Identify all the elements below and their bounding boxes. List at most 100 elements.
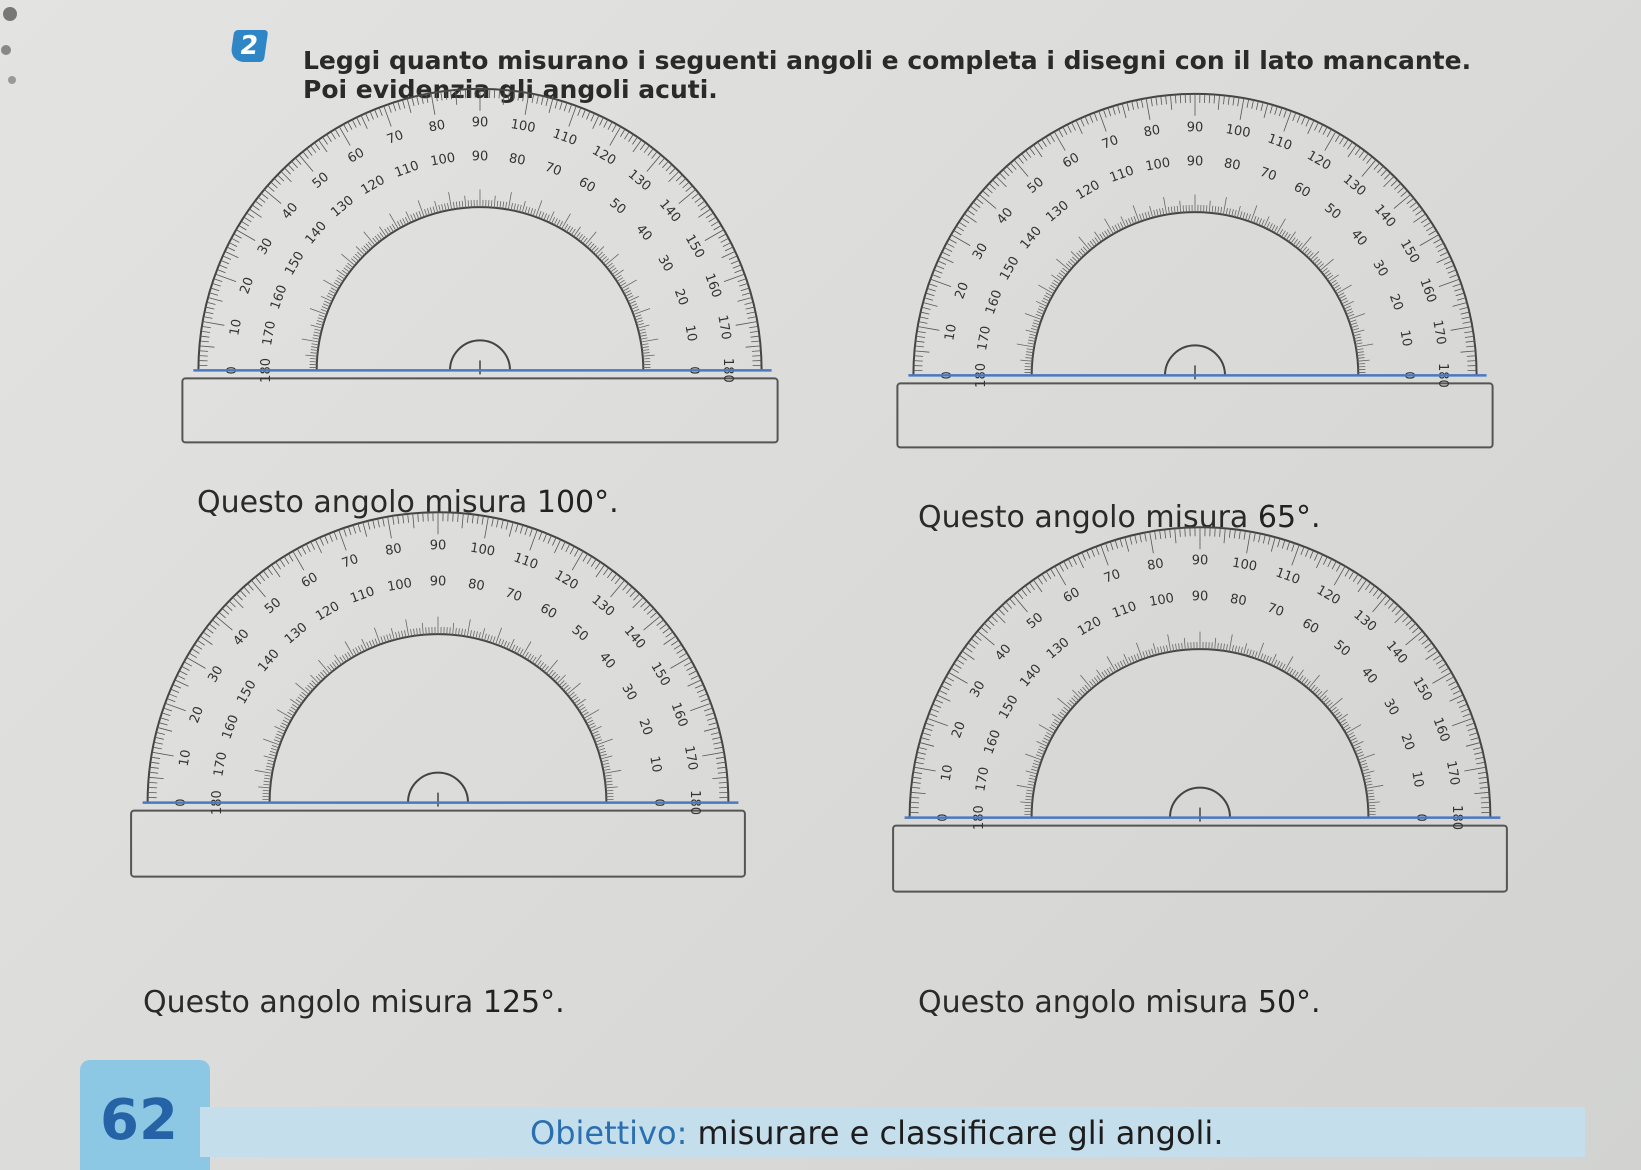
caption-text: Questo angolo misura [918,500,1249,535]
tick-mark [461,628,463,636]
tick-mark [621,279,637,290]
tick-mark [1109,541,1114,551]
inner-scale-label: 30 [618,681,639,703]
tick-mark [1266,221,1271,229]
tick-mark [1157,647,1160,655]
tick-mark [591,730,599,735]
tick-mark [641,346,649,349]
tick-mark [1028,339,1036,342]
tick-mark [251,579,266,598]
tick-mark [317,673,324,680]
tick-mark [1448,680,1457,686]
tick-mark [750,335,760,338]
inner-scale-label: 130 [1043,198,1072,225]
tick-mark [690,674,700,680]
inner-scale-label: 20 [1386,292,1406,313]
tick-mark [1238,529,1241,539]
tick-mark [587,722,595,727]
tick-mark [475,631,478,639]
tick-mark [920,737,930,741]
outer-scale-label: 10 [942,323,960,342]
tick-mark [329,289,336,295]
tick-mark [732,264,742,269]
tick-mark [1217,206,1220,214]
tick-mark [181,665,190,671]
tick-mark [411,97,415,106]
tick-mark [1452,689,1462,695]
tick-mark [1301,677,1307,684]
tick-mark [1104,670,1109,677]
tick-mark [1303,678,1309,686]
tick-mark [201,330,211,333]
tick-mark [495,627,503,645]
tick-mark [551,216,556,224]
outer-scale-label: 70 [385,128,406,148]
tick-mark [935,265,945,270]
tick-mark [1120,216,1127,228]
tick-mark [1357,359,1370,362]
tick-mark [389,633,392,641]
tick-mark [1330,279,1337,285]
outer-scale-label: 40 [279,200,301,222]
tick-mark [554,539,562,554]
tick-mark [197,639,205,646]
tick-mark [1024,804,1033,807]
angle-value: 125°. [482,985,565,1020]
tick-mark [262,789,271,792]
tick-mark [1464,766,1487,772]
tick-mark [1292,238,1298,246]
tick-mark [606,262,613,268]
tick-mark [425,93,429,103]
tick-mark [1300,546,1305,556]
tick-mark [258,786,271,789]
tick-mark [1099,233,1104,241]
tick-mark [1205,205,1208,213]
tick-mark [458,201,461,209]
tick-mark [199,350,209,352]
tick-mark [700,698,710,703]
tick-mark [386,634,390,642]
tick-mark [1326,274,1334,280]
tick-mark [377,233,383,241]
tick-mark [1024,363,1033,365]
outer-scale-label: 80 [1143,123,1162,141]
tick-mark [295,699,302,704]
tick-mark [1354,336,1362,340]
tick-mark [1406,197,1415,205]
tick-mark [311,680,318,686]
tick-mark [1039,745,1047,750]
tick-mark [267,759,275,763]
tick-mark [1319,258,1334,271]
tick-mark [1362,153,1369,161]
protractor-outer-arc [912,92,1478,376]
tick-mark [1063,706,1070,712]
tick-mark [1367,801,1380,804]
tick-mark [598,750,607,754]
tick-mark [730,260,740,265]
tick-mark [378,107,383,117]
inner-scale-label: 100 [429,150,456,169]
tick-mark [586,719,594,724]
tick-mark [602,765,610,768]
tick-mark [1408,622,1417,630]
tick-mark [310,541,316,550]
tick-mark [1347,732,1354,737]
tick-mark [749,330,759,333]
tick-mark [1456,699,1466,704]
tick-mark [1364,780,1372,783]
tick-mark [288,553,294,562]
tick-mark [1041,139,1047,147]
protractor-2-drawing: 0180101702016030150401405013060120701108… [896,92,1494,449]
tick-mark [417,200,425,218]
tick-mark [1028,582,1035,591]
tick-mark [341,269,349,275]
tick-mark [1026,348,1034,351]
tick-mark [1165,95,1167,105]
tick-mark [412,513,415,529]
tick-mark [1025,357,1033,359]
tick-mark [722,242,732,247]
tick-mark [925,722,935,727]
inner-scale-label: 10 [682,324,700,343]
tick-mark [366,641,370,649]
